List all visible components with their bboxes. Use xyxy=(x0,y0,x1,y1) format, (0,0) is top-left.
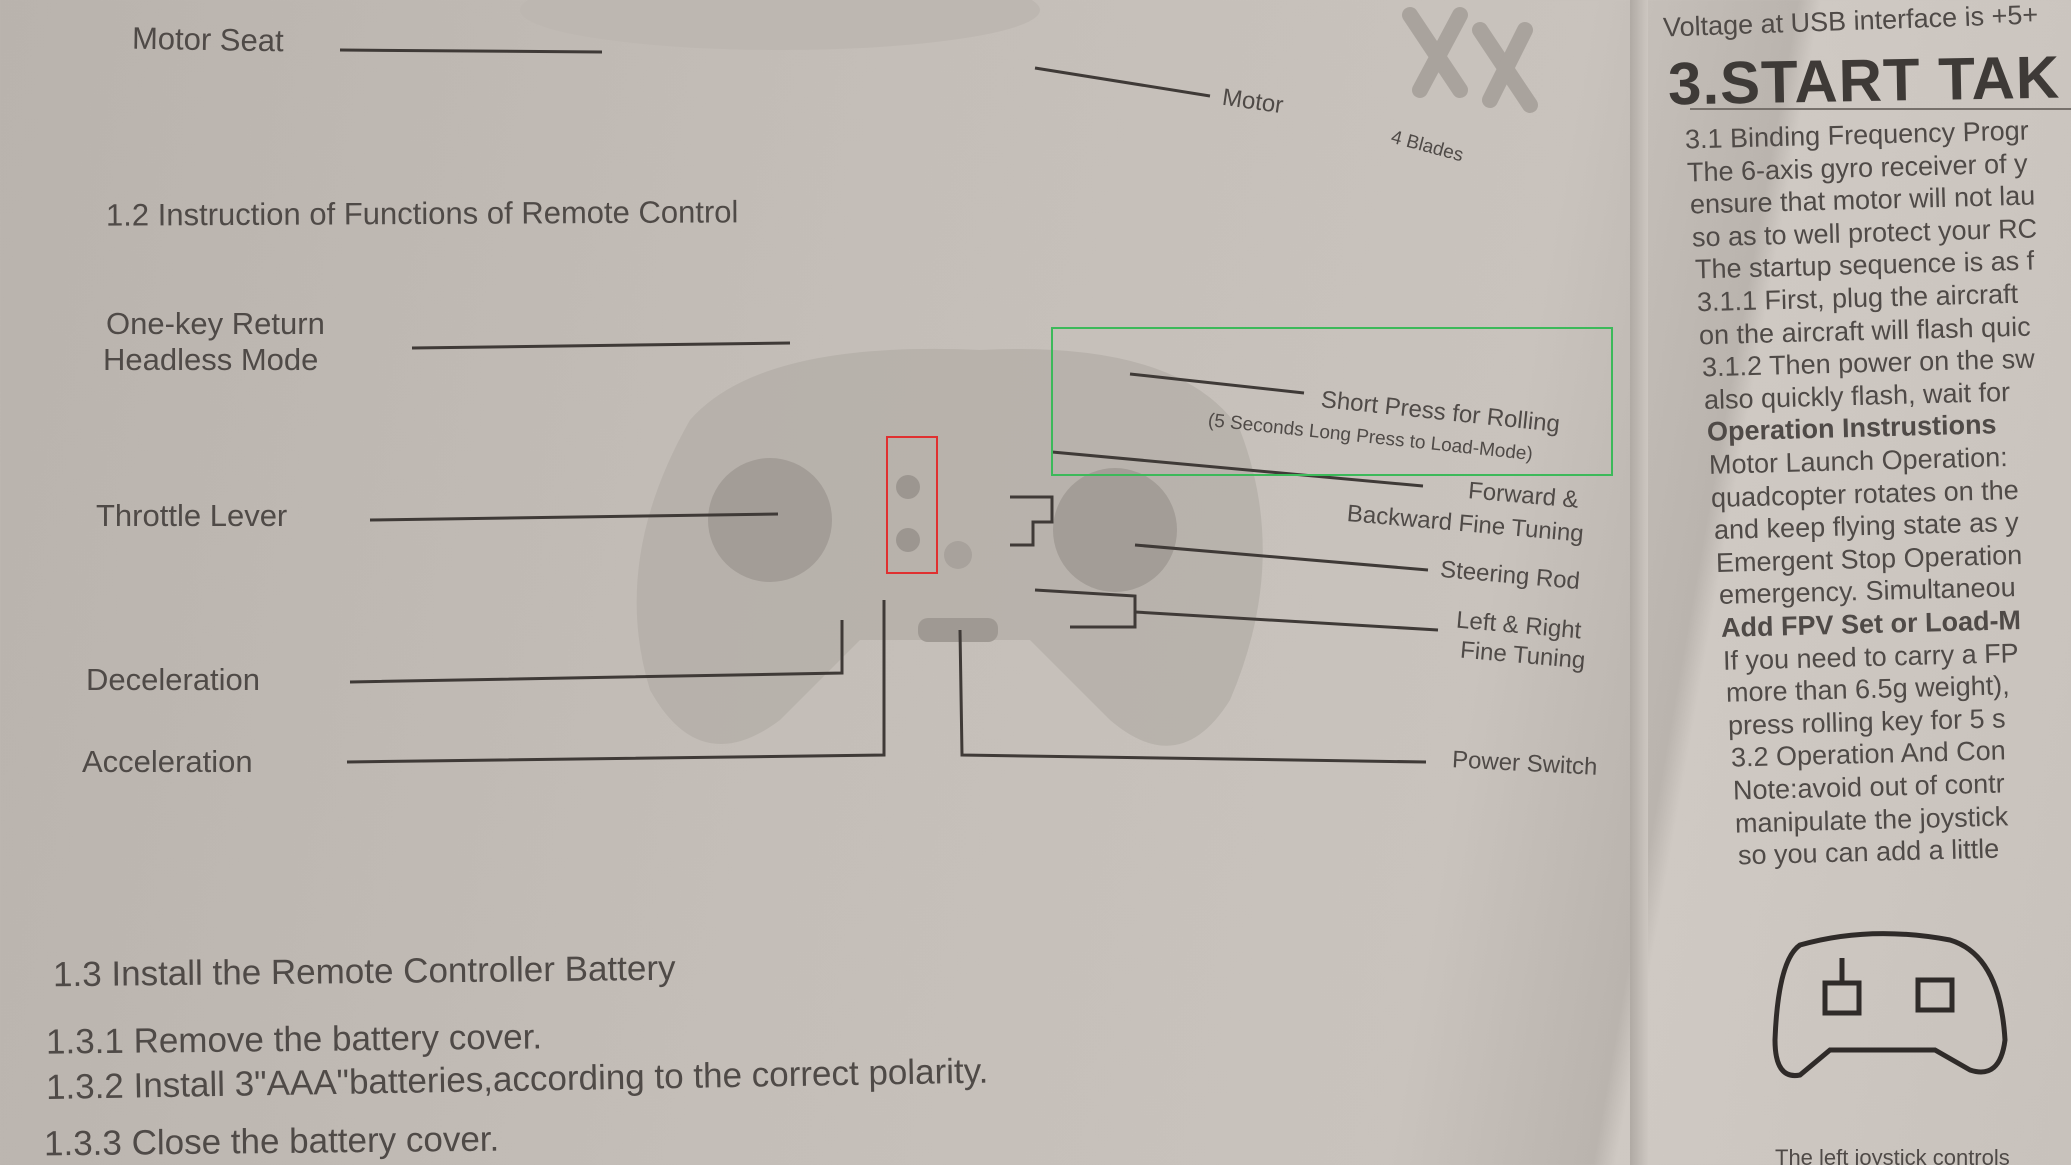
label-motor-seat: Motor Seat xyxy=(131,20,284,59)
right-page-line: Note:avoid out of contr xyxy=(1732,768,2006,806)
battery-step-1: 1.3.1 Remove the battery cover. xyxy=(45,1017,543,1062)
right-page-line: so you can add a little xyxy=(1737,833,2000,871)
right-page-line: Operation Instrustions xyxy=(1706,409,1997,448)
blades-icon xyxy=(1402,7,1538,113)
controller-outline-icon xyxy=(1772,931,2008,1079)
right-page: Voltage at USB interface is +5+ 3.START … xyxy=(1660,0,2071,1165)
bottom-line: The left joystick controls xyxy=(1775,1145,2010,1165)
section-heading-1-3: 1.3 Install the Remote Controller Batter… xyxy=(52,948,676,995)
right-page-line: Motor Launch Operation: xyxy=(1708,442,2009,480)
usb-voltage-line: Voltage at USB interface is +5+ xyxy=(1662,0,2039,43)
drone-body-shape xyxy=(520,0,1040,50)
label-headless-mode: Headless Mode xyxy=(103,342,319,377)
label-acceleration: Acceleration xyxy=(82,744,253,779)
right-page-line: more than 6.5g weight), xyxy=(1725,670,2010,708)
leader-lines xyxy=(339,48,1439,764)
battery-step-3: 1.3.3 Close the battery cover. xyxy=(43,1119,500,1164)
label-deceleration: Deceleration xyxy=(86,662,261,697)
section-heading-1-2: 1.2 Instruction of Functions of Remote C… xyxy=(105,194,739,233)
heading-rule xyxy=(1690,108,2071,110)
right-page-line: Add FPV Set or Load-M xyxy=(1720,605,2022,643)
green-highlight-box xyxy=(1051,327,1613,476)
remote-controller-illustration xyxy=(636,348,1263,746)
red-highlight-box xyxy=(886,436,938,574)
page-gutter xyxy=(1630,0,1648,1165)
label-one-key-return: One-key Return xyxy=(106,306,325,341)
right-page-line: 3.2 Operation And Con xyxy=(1730,735,2006,773)
label-throttle-lever: Throttle Lever xyxy=(96,498,288,533)
